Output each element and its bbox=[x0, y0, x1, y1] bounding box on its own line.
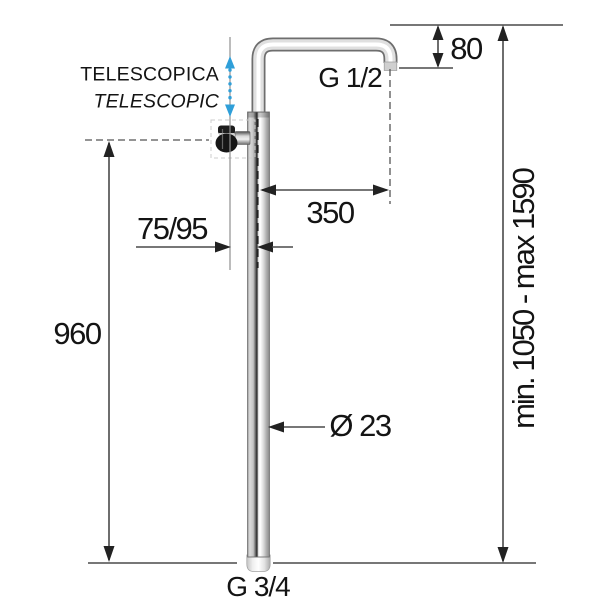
wall-bracket bbox=[210, 119, 256, 159]
label-height-range: min. 1050 - max 1590 bbox=[506, 169, 541, 429]
base-cap bbox=[246, 554, 271, 572]
dim-960 bbox=[85, 139, 209, 562]
label-dim-diameter: Ø 23 bbox=[329, 408, 392, 443]
telescopic-double-arrow bbox=[225, 56, 235, 117]
label-dim-75-95: 75/95 bbox=[136, 211, 209, 246]
column-pipe bbox=[246, 111, 271, 572]
shower-arm-pipe bbox=[251, 37, 398, 128]
label-dim-960: 960 bbox=[53, 316, 102, 351]
label-dim-350: 350 bbox=[306, 195, 355, 230]
dim-75-95 bbox=[136, 241, 293, 253]
dim-350 bbox=[260, 69, 391, 204]
label-thread-g12: G 1/2 bbox=[318, 62, 382, 93]
label-telescopica: TELESCOPICA bbox=[80, 63, 219, 86]
label-dim-80: 80 bbox=[450, 31, 483, 66]
dim-diameter-23 bbox=[268, 421, 325, 433]
label-thread-g34: G 3/4 bbox=[226, 571, 290, 602]
label-telescopic: TELESCOPIC bbox=[93, 90, 219, 113]
dim-height-range bbox=[88, 25, 536, 564]
dim-80 bbox=[390, 24, 563, 69]
